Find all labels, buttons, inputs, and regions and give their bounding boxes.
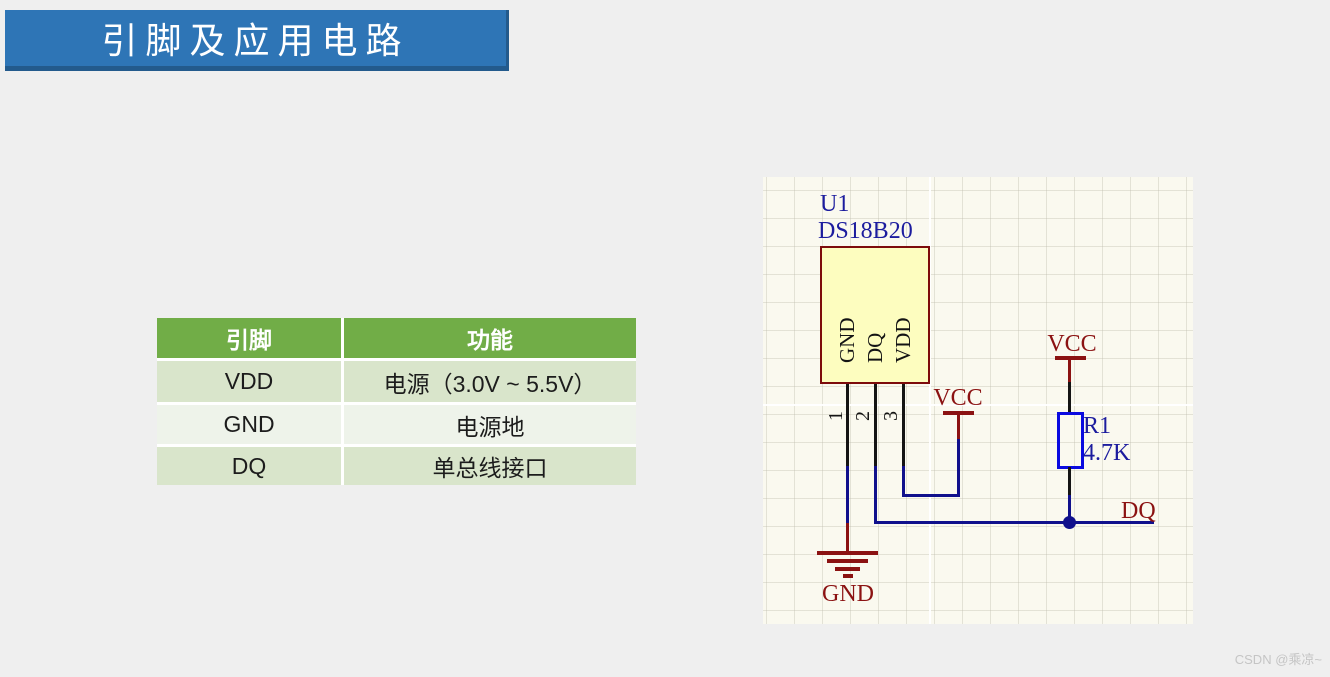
grid-major-hline [763,404,1193,406]
title-banner: 引脚及应用电路 [5,10,509,71]
gnd-net-wire-v [846,466,849,524]
pin1-wire [846,384,849,466]
vcc-stem-pin3 [957,414,960,439]
watermark: CSDN @乘凉~ [1234,652,1322,667]
dq-net-wire-h [874,521,1154,524]
pin1-number: 1 [825,411,847,421]
resistor-body [1057,412,1084,469]
table-cell-func-vdd: 电源（3.0V ~ 5.5V） [344,361,636,402]
gnd-bar-2 [827,559,868,563]
table-cell-pin-vdd: VDD [157,361,341,402]
pin-name-vdd: VDD [891,317,915,364]
grid-major-vline [929,177,931,624]
resistor-wire-bottom [1068,467,1071,498]
table-header-function: 功能 [344,318,636,358]
vdd-net-wire-h [902,494,960,497]
gnd-stem [846,523,849,552]
dq-net-wire-v [874,466,877,524]
dq-net-label: DQ [1121,498,1156,524]
resistor-net-wire [1068,495,1071,524]
gnd-label: GND [822,581,874,607]
ic-body [820,246,930,384]
vcc-label-resistor: VCC [1047,331,1097,357]
pin-function-table: 引脚 功能 VDD 电源（3.0V ~ 5.5V） GND 电源地 DQ 单总线… [157,318,636,485]
table-cell-func-dq: 单总线接口 [344,447,636,485]
component-part-number: DS18B20 [818,218,913,244]
vcc-label-pin3: VCC [933,385,983,411]
resistor-designator: R1 [1083,413,1112,439]
junction-dot [1063,516,1076,529]
table-cell-func-gnd: 电源地 [344,405,636,444]
pin3-number: 3 [880,411,902,421]
gnd-bar-4 [843,574,853,578]
resistor-value: 4.7K [1083,440,1131,466]
pin3-wire [902,384,905,466]
pin-name-dq: DQ [863,332,887,363]
gnd-bar-3 [835,567,860,571]
resistor-wire-top [1068,382,1071,413]
page-title: 引脚及应用电路 [101,20,410,61]
vcc-bar-resistor [1055,356,1086,360]
schematic-panel: U1 DS18B20 GND DQ VDD 1 2 3 VCC GND [763,177,1193,624]
vcc-stem-resistor [1068,359,1071,383]
table-cell-pin-gnd: GND [157,405,341,444]
vcc-bar-pin3 [943,411,974,415]
component-designator: U1 [820,191,850,217]
table-header-pin: 引脚 [157,318,341,358]
table-cell-pin-dq: DQ [157,447,341,485]
pin2-number: 2 [852,411,874,421]
gnd-bar-1 [817,551,878,555]
pin-name-gnd: GND [835,317,859,364]
vdd-net-wire-v1 [902,466,905,497]
vdd-net-wire-v2 [957,438,960,497]
pin2-wire [874,384,877,466]
